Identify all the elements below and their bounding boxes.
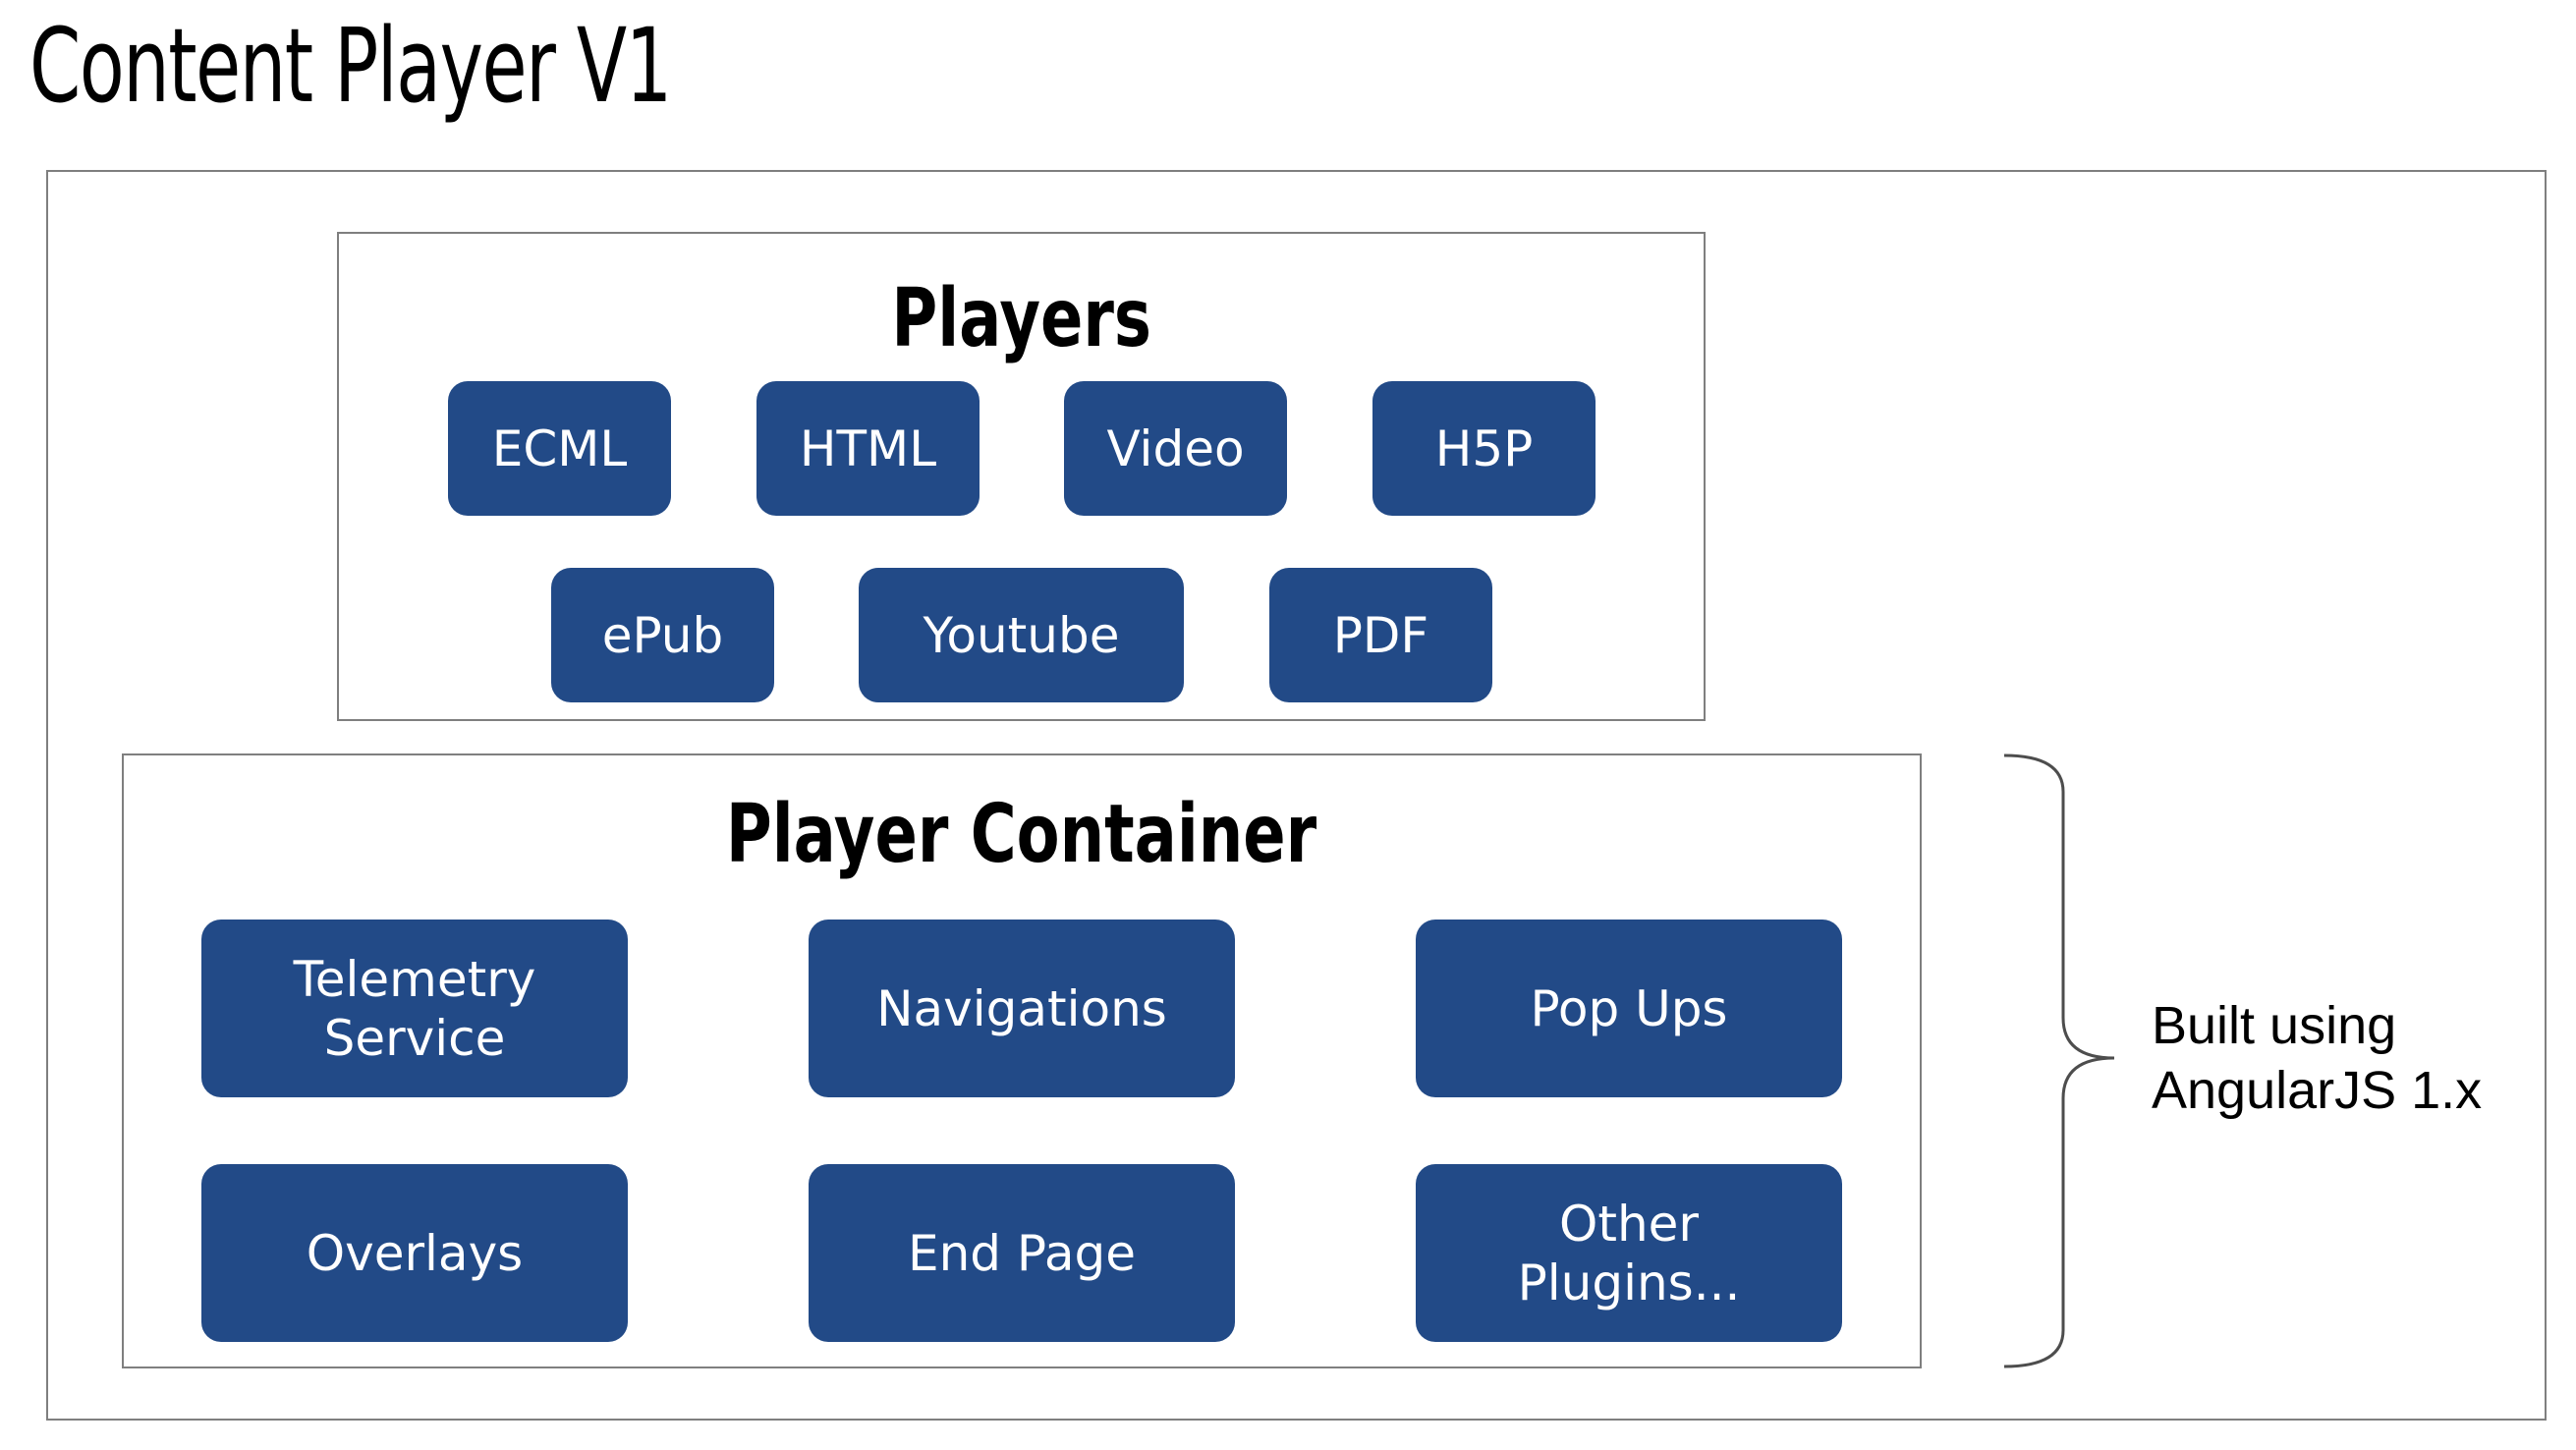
other-plugins-label: Other Plugins... [1517, 1195, 1741, 1311]
telemetry-service-box[interactable]: Telemetry Service [201, 920, 628, 1097]
player-container-heading: Player Container [124, 795, 1920, 875]
player-youtube-label: Youtube [923, 606, 1120, 664]
player-epub-label: ePub [601, 606, 724, 664]
overlays-label: Overlays [306, 1224, 524, 1282]
player-youtube-box[interactable]: Youtube [859, 568, 1184, 702]
player-pdf-label: PDF [1332, 606, 1429, 664]
navigations-box[interactable]: Navigations [809, 920, 1235, 1097]
player-html-box[interactable]: HTML [756, 381, 980, 516]
annotation-line-1: Built using [2152, 996, 2397, 1055]
player-ecml-label: ECML [491, 419, 628, 477]
player-html-label: HTML [799, 419, 937, 477]
players-heading-text: Players [891, 272, 1151, 365]
technology-annotation: Built using AngularJS 1.x [2152, 994, 2482, 1124]
player-h5p-label: H5P [1434, 419, 1534, 477]
player-video-label: Video [1106, 419, 1245, 477]
page-title: Content Player V1 [29, 6, 672, 126]
player-video-box[interactable]: Video [1064, 381, 1287, 516]
player-ecml-box[interactable]: ECML [448, 381, 671, 516]
navigations-label: Navigations [876, 979, 1167, 1037]
player-h5p-box[interactable]: H5P [1372, 381, 1596, 516]
player-pdf-box[interactable]: PDF [1269, 568, 1492, 702]
player-container-heading-text: Player Container [726, 788, 1317, 881]
overlays-box[interactable]: Overlays [201, 1164, 628, 1342]
end-page-box[interactable]: End Page [809, 1164, 1235, 1342]
end-page-label: End Page [908, 1224, 1136, 1282]
telemetry-service-label: Telemetry Service [293, 950, 536, 1067]
other-plugins-box[interactable]: Other Plugins... [1416, 1164, 1842, 1342]
pop-ups-box[interactable]: Pop Ups [1416, 920, 1842, 1097]
outer-frame [46, 170, 2547, 1421]
players-heading: Players [339, 279, 1704, 360]
pop-ups-label: Pop Ups [1530, 979, 1728, 1037]
annotation-line-2: AngularJS 1.x [2152, 1060, 2483, 1120]
player-epub-box[interactable]: ePub [551, 568, 774, 702]
curly-brace-icon [2004, 753, 2115, 1368]
